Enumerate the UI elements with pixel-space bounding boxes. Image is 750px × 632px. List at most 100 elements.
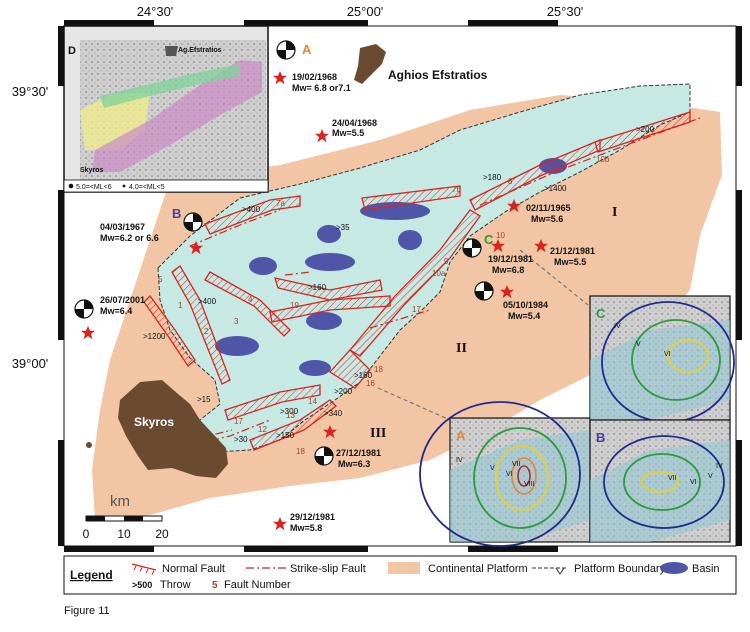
legend-title: Legend (70, 568, 113, 582)
basin (215, 336, 259, 356)
fault-number: 18 (374, 365, 383, 374)
basin (317, 225, 341, 243)
event-date: 24/04/1968 (332, 118, 377, 128)
inset-c-label: C (596, 306, 606, 321)
throw-label: >400 (242, 205, 261, 214)
throw-label: >35 (336, 223, 350, 232)
basin (398, 230, 422, 250)
fault-number: 18 (296, 447, 305, 456)
intensity-label: VII (512, 461, 521, 468)
inset-b-label: B (596, 430, 605, 445)
inset-c-intensity-map: C IV V VI (589, 295, 735, 423)
coordinate-labels: 24°30' 25°00' 25°30' 39°30' 39°00' (12, 4, 584, 371)
intensity-label: V (708, 473, 713, 480)
throw-label: >200 (636, 125, 655, 134)
focal-mechanism (314, 446, 334, 466)
focal-mechanism (183, 212, 203, 232)
legend-basin-swatch (660, 562, 688, 574)
throw-labels: >200 >1400 >180 >400 >35 >160 >400 >1200… (143, 125, 655, 444)
event-marker-a: A (302, 42, 312, 57)
legend-normal-fault: Normal Fault (162, 563, 225, 575)
legend-strike-slip: Strike-slip Fault (290, 563, 366, 575)
basin (249, 257, 277, 275)
focal-mechanism (474, 281, 494, 301)
event-magnitude: Mw= 6.8 or7.1 (292, 83, 351, 93)
event-magnitude: Mw=5.4 (508, 311, 540, 321)
coord-lon-1: 24°30' (137, 4, 174, 19)
basin (305, 253, 355, 271)
skyros-label: Skyros (134, 415, 174, 429)
inset-connectors (377, 249, 589, 421)
fault-number: 4 (248, 295, 253, 304)
fault-number: 19 (290, 301, 299, 310)
legend-platform: Continental Platform (428, 563, 528, 575)
throw-label: >150 (276, 431, 295, 440)
basins (215, 158, 567, 376)
region-label: II (456, 341, 467, 356)
event-magnitude: Mw=6.3 (338, 459, 370, 469)
basin (299, 360, 331, 376)
intensity-label: V (490, 465, 495, 472)
event-magnitude: Mw=6.8 (492, 265, 524, 275)
focal-mechanism (462, 238, 482, 258)
event-date: 27/12/1981 (336, 448, 381, 458)
earthquake-events: A 19/02/1968 Mw= 6.8 or7.1 24/04/1968 Mw… (74, 40, 595, 533)
intensity-label: VI (664, 351, 671, 358)
inset-a-label: A (456, 428, 466, 443)
inset-d-place: Skyros (80, 167, 103, 174)
throw-label: >300 (280, 407, 299, 416)
throw-label: >1200 (143, 332, 166, 341)
fault-number: 16 (366, 379, 375, 388)
event-magnitude: Mw=5.5 (332, 128, 364, 138)
intensity-label: VI (506, 471, 513, 478)
throw-label: >400 (198, 297, 217, 306)
fault-number: 10a (432, 269, 446, 278)
inset-d-place: Ag.Efstratios (178, 47, 222, 54)
fault-number: 1 (178, 301, 183, 310)
event-date: 26/07/2001 (100, 295, 145, 305)
fault-number: 5 (158, 275, 163, 284)
scale-tick: 10 (117, 527, 131, 541)
event-date: 05/10/1984 (503, 300, 548, 310)
inset-b-intensity-map: B IV V VI VII (589, 419, 731, 543)
event-date: 29/12/1981 (290, 512, 335, 522)
figure-caption: Figure 11 (64, 605, 110, 617)
intensity-label: IV (716, 463, 723, 470)
event-magnitude: Mw=6.2 or 6.6 (100, 233, 159, 243)
aghios-efstratios-label: Aghios Efstratios (388, 68, 488, 82)
event-date: 21/12/1981 (550, 246, 595, 256)
throw-label: >340 (324, 409, 343, 418)
throw-label: >1400 (544, 184, 567, 193)
throw-label: >160 (354, 371, 373, 380)
event-magnitude: Mw=5.6 (531, 214, 563, 224)
basin (306, 312, 342, 330)
event-date: 02/11/1965 (526, 203, 571, 213)
event-date: 04/03/1967 (100, 222, 145, 232)
legend-basin: Basin (692, 563, 720, 575)
event-date: 19/12/1981 (488, 254, 533, 264)
event-magnitude: Mw=6.4 (100, 306, 132, 316)
event-magnitude: Mw=5.8 (290, 523, 322, 533)
event-marker-c: C (484, 232, 494, 247)
event-date: 19/02/1968 (292, 72, 337, 82)
fault-number: 7b (452, 185, 461, 194)
coord-lat-1: 39°30' (12, 84, 49, 99)
fault-number: 12 (258, 425, 267, 434)
region-label: I (612, 205, 617, 220)
fault-number: 10b (596, 155, 610, 164)
fault-number: 10 (496, 231, 505, 240)
legend-normal-fault-symbol (131, 563, 157, 571)
aghios-efstratios-island (354, 44, 386, 84)
fault-number-labels: 10b 8 7b 7a 10 10a 19 4 3 2 17 5 1 16 18… (158, 155, 610, 456)
fault-number: 2 (204, 327, 209, 336)
scale-tick: 0 (83, 527, 90, 541)
legend: Legend Normal Fault Strike-slip Fault Co… (63, 555, 737, 595)
intensity-label: IV (456, 457, 463, 464)
throw-label: >180 (483, 173, 502, 182)
legend-platform-swatch (388, 562, 420, 574)
scale-tick: 20 (155, 527, 169, 541)
region-label: III (370, 426, 386, 441)
inset-d-label: D (68, 45, 76, 57)
fault-number: 3 (234, 317, 239, 326)
